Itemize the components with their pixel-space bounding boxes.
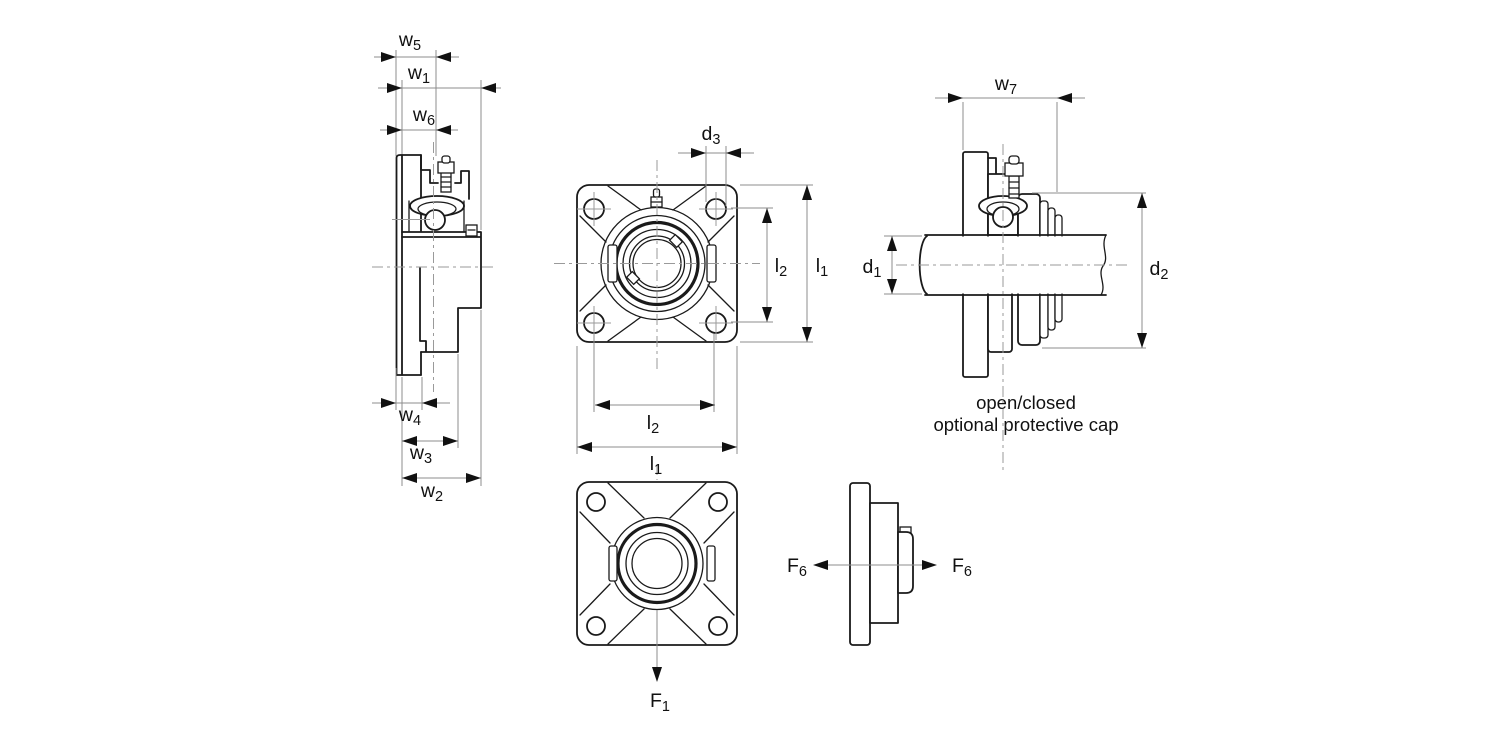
dimension-w1: w1 xyxy=(378,62,501,93)
set-screw xyxy=(625,270,641,286)
dimension-d3: d3 xyxy=(678,123,754,158)
dim-label-w4: w4 xyxy=(398,404,421,429)
force-arrow-F6: F6 F6 xyxy=(787,555,972,580)
grease-nipple-icon xyxy=(1004,155,1024,199)
dim-label-w6: w6 xyxy=(412,104,435,129)
shaft-break-line xyxy=(1100,234,1107,296)
dimension-w4: w4 xyxy=(372,398,450,429)
dimension-w6: w6 xyxy=(380,104,458,135)
dim-label-w1: w1 xyxy=(407,62,430,87)
profile-view xyxy=(849,482,914,646)
housing-profile xyxy=(869,502,899,624)
shaft-side-view xyxy=(896,144,1128,470)
set-screw xyxy=(668,233,684,249)
force-arrow-F1: F1 xyxy=(650,610,670,715)
dimension-w5: w5 xyxy=(374,29,459,62)
dimension-d1: d1 xyxy=(863,236,897,294)
dimension-w2: w2 xyxy=(402,473,481,505)
bolt-holes xyxy=(586,492,728,636)
dimension-l2-horizontal: l2 xyxy=(595,400,715,437)
side-section-view xyxy=(372,142,497,392)
dimension-l1-vertical: l1 xyxy=(802,185,828,342)
collar-tab-right xyxy=(706,545,716,582)
dimension-w7: w7 xyxy=(935,73,1085,103)
caption-line-1: open/closed xyxy=(976,392,1076,413)
front-view xyxy=(554,160,760,370)
dim-label-w5: w5 xyxy=(398,29,421,54)
dim-label-l1: l1 xyxy=(816,255,828,280)
dim-label-d1: d1 xyxy=(863,256,882,281)
dim-label-d3: d3 xyxy=(702,123,721,148)
flange-plate-profile xyxy=(849,482,871,646)
dimension-d2: d2 xyxy=(1137,193,1168,348)
force-label-F6-right: F6 xyxy=(952,555,972,580)
dim-label-w7: w7 xyxy=(994,73,1017,98)
end-cap-profile xyxy=(897,531,914,594)
dim-label-d2: d2 xyxy=(1150,258,1169,283)
force-label-F1: F1 xyxy=(650,690,670,715)
grease-nipple-icon xyxy=(437,155,455,193)
dim-label-l1: l1 xyxy=(650,453,662,478)
dimension-w3: w3 xyxy=(402,436,458,467)
dimension-l2-vertical: l2 xyxy=(762,208,787,322)
dim-label-w2: w2 xyxy=(420,480,443,505)
caption: open/closed optional protective cap xyxy=(933,392,1118,435)
extension-lines xyxy=(395,50,1146,486)
dimension-l1-horizontal: l1 xyxy=(577,442,737,478)
caption-line-2: optional protective cap xyxy=(933,414,1118,435)
dim-label-l2: l2 xyxy=(647,412,659,437)
force-label-F6-left: F6 xyxy=(787,555,807,580)
collar-tab-left xyxy=(608,545,618,582)
front-view-bottom xyxy=(576,464,738,646)
dim-label-l2: l2 xyxy=(775,255,787,280)
dim-label-w3: w3 xyxy=(409,442,432,467)
